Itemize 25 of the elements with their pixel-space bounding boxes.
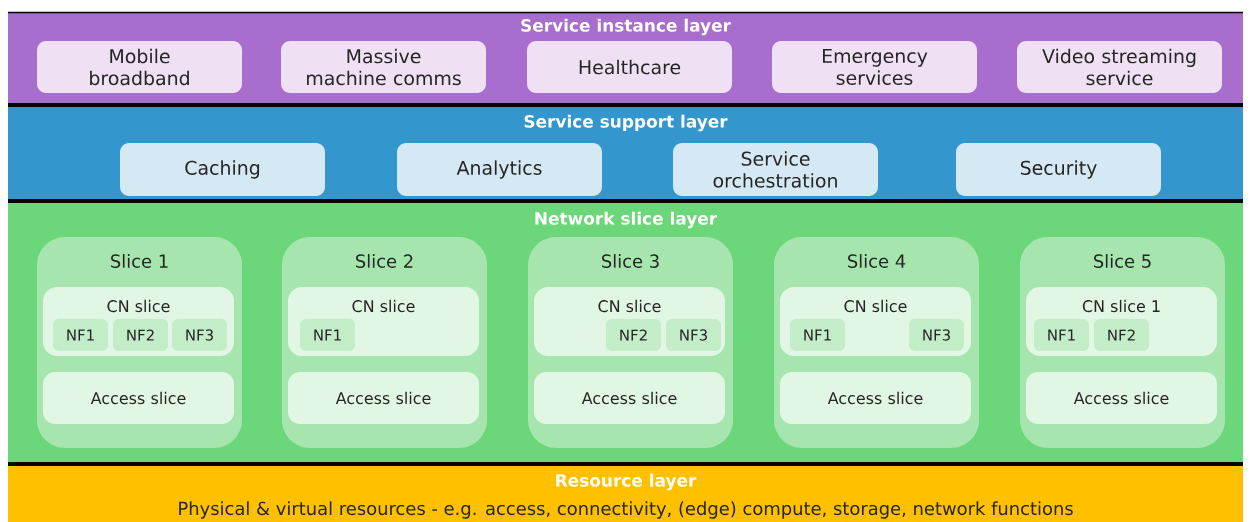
service-box: Video streaming service bbox=[1017, 41, 1222, 93]
service-box: Caching bbox=[120, 143, 325, 196]
nf-box: NF2 bbox=[113, 319, 168, 351]
access-slice-box: Access slice bbox=[288, 372, 479, 424]
service-box: Massive machine comms bbox=[281, 41, 486, 93]
access-slice-box: Access slice bbox=[43, 372, 234, 424]
nf-box: NF3 bbox=[172, 319, 227, 351]
service-box: Mobile broadband bbox=[37, 41, 242, 93]
service-box: Service orchestration bbox=[673, 143, 878, 196]
service-box: Security bbox=[956, 143, 1161, 196]
access-slice-box: Access slice bbox=[780, 372, 971, 424]
nf-box: NF1 bbox=[53, 319, 108, 351]
access-slice-box: Access slice bbox=[1026, 372, 1217, 424]
layer-band: Resource layer Physical & virtual resources - e.g. access, connectivity, (edge) compute, storage, network functions bbox=[8, 464, 1243, 522]
nf-box: NF2 bbox=[606, 319, 661, 351]
access-slice-box: Access slice bbox=[534, 372, 725, 424]
nf-box: NF1 bbox=[1034, 319, 1089, 351]
nf-box: NF3 bbox=[666, 319, 721, 351]
nf-box: NF1 bbox=[790, 319, 845, 351]
service-box: Emergency services bbox=[772, 41, 977, 93]
service-box: Healthcare bbox=[527, 41, 732, 93]
service-box: Analytics bbox=[397, 143, 602, 196]
nf-box: NF2 bbox=[1094, 319, 1149, 351]
nf-box: NF1 bbox=[300, 319, 355, 351]
nf-box: NF3 bbox=[909, 319, 964, 351]
